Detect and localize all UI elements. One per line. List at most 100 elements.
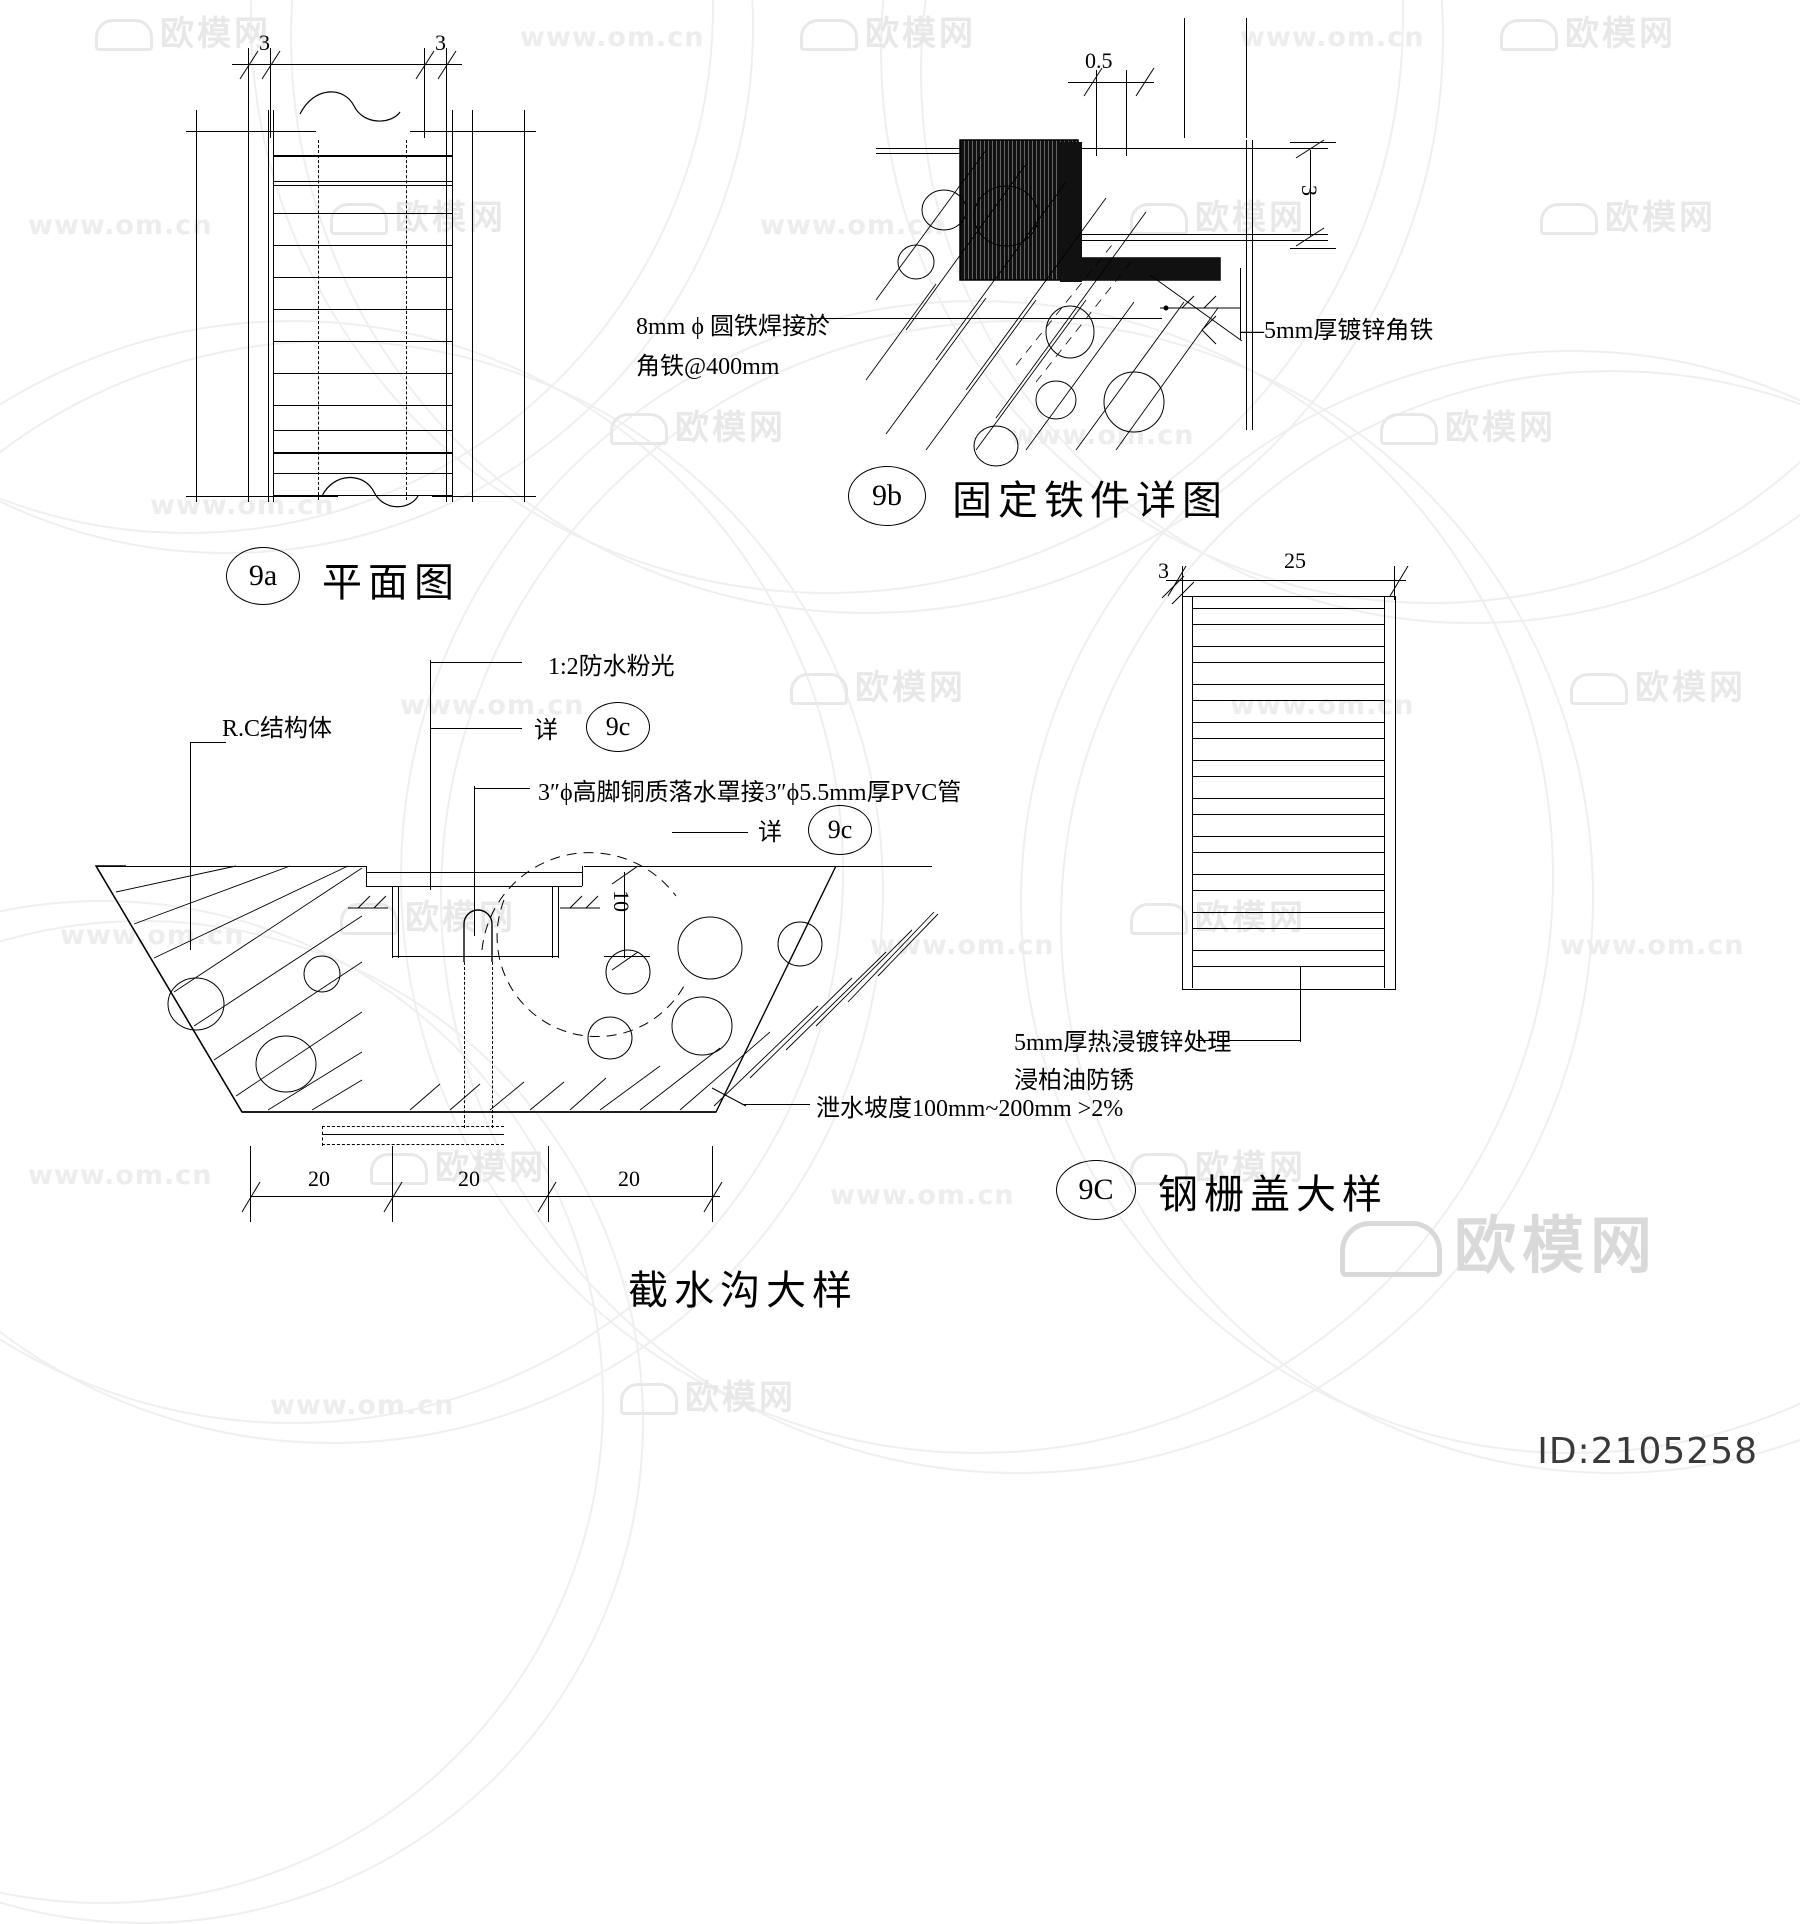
reference-line <box>1082 148 1328 149</box>
leader-vertical <box>474 786 475 936</box>
cross-bar <box>273 341 453 342</box>
extension-line <box>1096 70 1097 156</box>
leader-vertical <box>1240 268 1241 340</box>
dim-9b-top: 0.5 <box>1085 48 1113 73</box>
grating-symbol <box>348 895 388 909</box>
extension-line <box>712 1146 713 1222</box>
concrete-hatch <box>115 865 939 1111</box>
pipe-outlet-solid <box>322 1134 504 1135</box>
cross-bar <box>273 473 453 474</box>
pipe-outlet <box>322 1126 323 1146</box>
dim-line <box>250 1196 720 1197</box>
section-line <box>1246 18 1247 138</box>
detail-bubble-9c-1: 9c <box>586 702 650 752</box>
note-hot-dip-galv-line1: 5mm厚热浸镀锌处理 <box>1014 1030 1232 1056</box>
extension-line <box>424 48 425 138</box>
cross-bar <box>273 245 453 246</box>
grating-frame-inner <box>1192 596 1193 988</box>
frame-edge <box>273 110 274 502</box>
break-line-bottom <box>321 476 419 508</box>
cross-bar <box>273 373 453 374</box>
center-line <box>318 140 319 500</box>
note-drain-slope: 泄水坡度100mm~200mm >2% <box>816 1096 1124 1122</box>
section-edge <box>1246 140 1247 430</box>
leader-line <box>802 318 1162 319</box>
concrete-top-edge <box>876 153 966 154</box>
pipe-outlet <box>322 1144 504 1145</box>
watermark-url: www.om.cn <box>28 1160 213 1191</box>
dim-line <box>1068 82 1154 83</box>
concrete-hatch <box>865 149 1219 467</box>
extension-line <box>548 1146 549 1222</box>
dim-channel-depth: 10 <box>609 890 634 912</box>
bearing-bar <box>273 155 453 157</box>
dim-channel-2: 20 <box>458 1166 480 1191</box>
grating-slat <box>1192 722 1384 723</box>
drain-trap <box>463 909 493 962</box>
pipe-outlet <box>322 1126 504 1127</box>
leader-line <box>1196 1040 1300 1041</box>
extension-line <box>604 956 650 957</box>
cross-bar <box>273 405 453 406</box>
grating-frame <box>1182 596 1396 990</box>
detail-title-9c: 钢栅盖大样 <box>1158 1172 1388 1217</box>
watermark-logo: 欧模网 <box>1540 190 1716 239</box>
extension-line <box>1394 566 1395 600</box>
leader-vertical <box>190 742 191 950</box>
leader-vertical <box>430 660 431 890</box>
cross-bar <box>273 309 453 310</box>
grating-slat <box>1192 890 1384 891</box>
detail-bubble-9c-2: 9c <box>808 805 872 855</box>
frame-edge <box>452 110 453 502</box>
note-round-bar-line1: 8mm ϕ 圆铁焊接於 <box>636 314 830 340</box>
concrete-top-edge <box>876 148 966 149</box>
cross-bar <box>273 181 453 182</box>
leader-line <box>672 832 748 833</box>
dim-grating-top: 25 <box>1284 548 1306 573</box>
note-waterproof-render: 1:2防水粉光 <box>548 654 675 680</box>
grating-slat <box>1192 874 1384 875</box>
channel-top <box>366 886 582 887</box>
cross-bar <box>273 213 453 214</box>
frame-bottom-edge <box>432 496 536 497</box>
dim-ticks <box>1083 67 1155 97</box>
leader-line-right <box>1149 274 1243 342</box>
watermark-logo: 欧模网 <box>620 1370 796 1419</box>
detail-title-9a: 平面图 <box>322 560 460 605</box>
pipe-dashed <box>464 962 465 1128</box>
note-galv-angle: —5mm厚镀锌角铁 <box>1240 318 1434 344</box>
leader-line <box>430 728 522 729</box>
grating-slat <box>1192 814 1384 815</box>
angle-iron-shape <box>959 139 1221 281</box>
ground-line <box>584 866 932 867</box>
watermark-logo: 欧模网 <box>1380 400 1556 449</box>
extension-line <box>248 48 249 138</box>
channel-inner-wall <box>552 886 553 958</box>
grating-slat <box>1192 646 1384 647</box>
pipe-dashed <box>492 962 493 1128</box>
grating-slat <box>1192 684 1384 685</box>
watermark-logo-large: 欧模网 <box>1340 1195 1658 1285</box>
extension-line <box>392 1146 393 1222</box>
extension-line <box>1126 70 1127 156</box>
frame-bottom-edge <box>186 496 338 497</box>
leader-line <box>190 742 226 743</box>
dim-ticks <box>241 1181 723 1213</box>
detail-tag-9c: 9C <box>1056 1160 1136 1220</box>
leader-line <box>711 1087 747 1107</box>
note-detail-label-1: 详 <box>534 718 558 744</box>
reference-line <box>1082 240 1328 241</box>
grating-slat <box>1192 608 1384 609</box>
frame-top-edge <box>410 131 536 132</box>
section-edge <box>1252 140 1253 430</box>
grating-frame-inner <box>1384 596 1385 988</box>
watermark-url: www.om.cn <box>1240 22 1425 53</box>
watermark-url: www.om.cn <box>830 1180 1015 1211</box>
dim-ticks <box>1161 575 1195 605</box>
note-pvc-drain: 3″ϕ高脚铜质落水罩接3″ϕ5.5mm厚PVC管 <box>538 780 962 806</box>
watermark-url: www.om.cn <box>28 210 213 241</box>
cross-bar <box>273 185 453 186</box>
dim-channel-1: 20 <box>308 1166 330 1191</box>
leader-line <box>474 788 530 789</box>
